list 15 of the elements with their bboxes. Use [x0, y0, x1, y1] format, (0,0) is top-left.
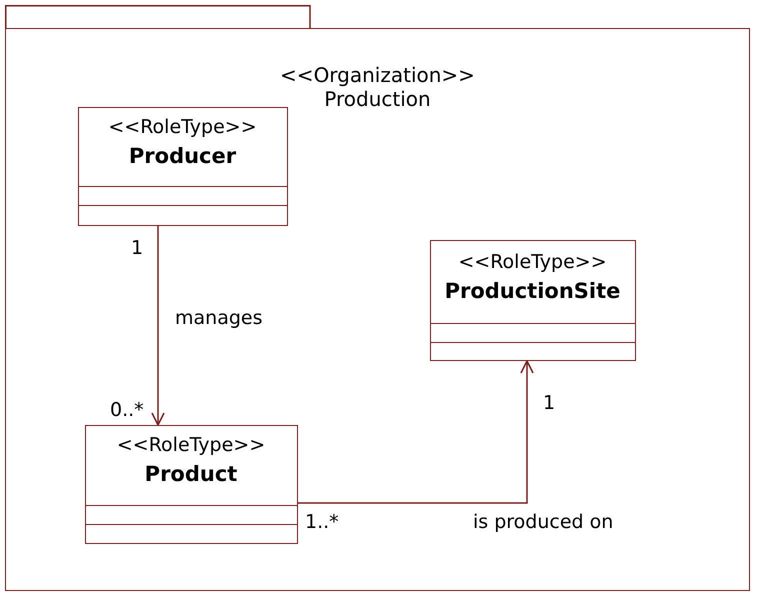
package-name: Production [323, 87, 432, 111]
class-box [84, 424, 298, 544]
association-arrow [298, 360, 534, 504]
class-name: Producer [128, 144, 238, 168]
stereotype-label: <<RoleType>> [116, 434, 266, 456]
class-name: ProductionSite [444, 278, 622, 302]
stereotype-label: <<RoleType>> [107, 116, 258, 138]
stereotype-label: <<Organization>> [279, 63, 476, 87]
class-box [78, 106, 288, 226]
edge-label: is produced on [473, 512, 614, 533]
class-name: Product [144, 462, 238, 486]
association-arrow [151, 226, 165, 426]
stereotype-label: <<RoleType>> [457, 250, 608, 272]
class-box [430, 240, 636, 360]
package-frame [5, 28, 750, 591]
